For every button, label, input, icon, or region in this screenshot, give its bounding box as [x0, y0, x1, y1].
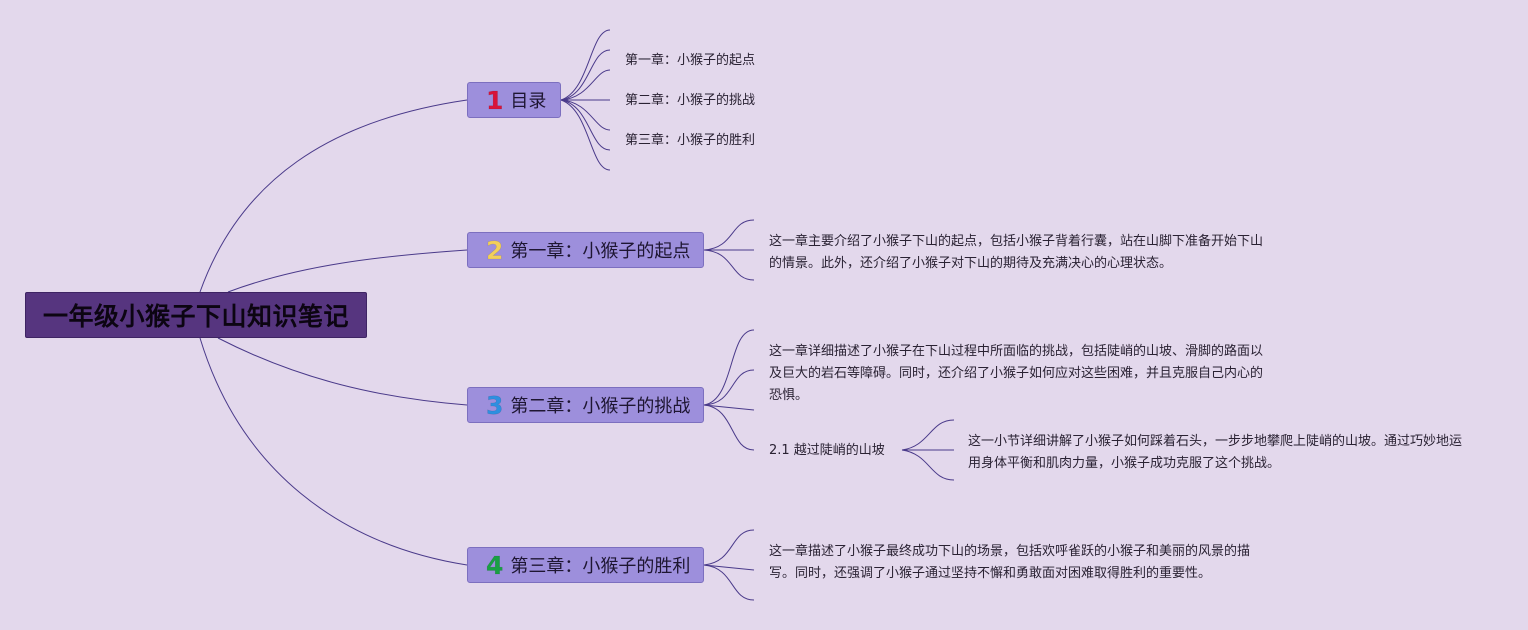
number-3-icon: 3: [486, 390, 504, 420]
number-4-icon: 4: [486, 550, 504, 580]
number-1-icon: 1: [486, 85, 504, 115]
connector-root-ch3: [199, 337, 468, 566]
section-2-1-summary[interactable]: 这一小节详细讲解了小猴子如何踩着石头，一步步地攀爬上陡峭的山坡。通过巧妙地运用身…: [968, 434, 1463, 471]
chapter-2-summary[interactable]: 这一章详细描述了小猴子在下山过程中所面临的挑战，包括陡峭的山坡、滑脚的路面以及巨…: [769, 344, 1264, 403]
toc-item-3[interactable]: 第三章：小猴子的胜利: [625, 133, 756, 148]
connector-root-toc: [199, 99, 468, 293]
root-topic[interactable]: 一年级小猴子下山知识笔记: [25, 292, 367, 338]
section-2-1-title[interactable]: 2.1 越过陡峭的山坡: [769, 443, 885, 458]
chapter-1-summary[interactable]: 这一章主要介绍了小猴子下山的起点，包括小猴子背着行囊，站在山脚下准备开始下山的情…: [769, 234, 1264, 271]
root-title: 一年级小猴子下山知识笔记: [42, 302, 349, 331]
topic-chapter-1-label: 第一章：小猴子的起点: [510, 241, 691, 262]
number-2-icon: 2: [486, 235, 504, 265]
connector-root-ch2: [217, 337, 468, 406]
toc-item-1[interactable]: 第一章：小猴子的起点: [625, 53, 756, 68]
chapter-3-summary[interactable]: 这一章描述了小猴子最终成功下山的场景，包括欢呼雀跃的小猴子和美丽的风景的描写。同…: [769, 544, 1251, 581]
topic-toc-label: 目录: [510, 91, 547, 112]
topic-chapter-3[interactable]: 4 第三章：小猴子的胜利: [467, 547, 704, 583]
topic-toc[interactable]: 1 目录: [467, 82, 561, 118]
connector-root-ch1: [227, 249, 468, 293]
topic-chapter-2[interactable]: 3 第二章：小猴子的挑战: [467, 387, 704, 423]
topic-chapter-2-label: 第二章：小猴子的挑战: [510, 396, 691, 417]
toc-item-2[interactable]: 第二章：小猴子的挑战: [625, 93, 756, 108]
topic-chapter-1[interactable]: 2 第一章：小猴子的起点: [467, 232, 704, 268]
topic-chapter-3-label: 第三章：小猴子的胜利: [510, 556, 691, 577]
